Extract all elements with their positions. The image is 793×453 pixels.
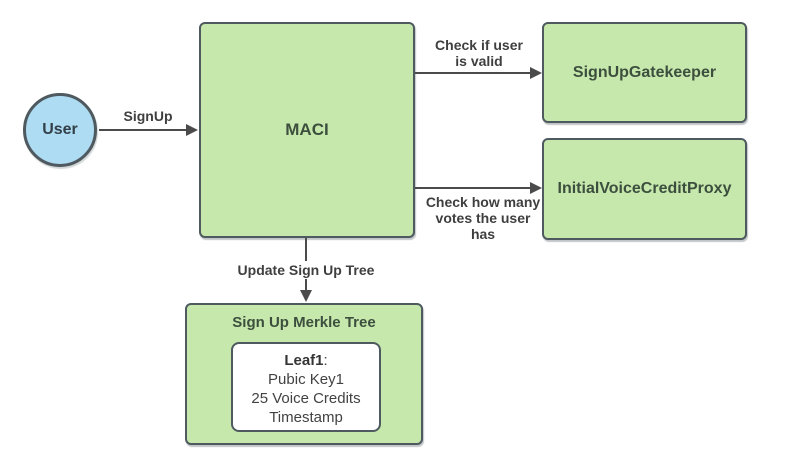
node-signup-gatekeeper-label: SignUpGatekeeper: [572, 63, 717, 81]
node-signup-gatekeeper: SignUpGatekeeper: [542, 22, 747, 123]
node-user: User: [23, 93, 97, 167]
edge-update-tree-label: Update Sign Up Tree: [224, 261, 388, 279]
arrowhead-down-icon: [300, 290, 312, 302]
edge-signup-line: [99, 129, 187, 131]
leaf-line-timestamp: Timestamp: [269, 409, 343, 426]
node-user-label: User: [42, 121, 78, 138]
node-maci-label: MACI: [285, 120, 329, 139]
leaf-line-voice-credits: 25 Voice Credits: [251, 390, 361, 407]
arrowhead-right-icon: [530, 182, 542, 194]
node-initial-voice-credit-proxy: InitialVoiceCreditProxy: [542, 138, 747, 240]
leaf-colon: :: [323, 352, 328, 369]
edge-check-votes-line: [415, 187, 531, 189]
leaf-name: Leaf1: [284, 352, 324, 369]
node-signup-merkle-tree: Sign Up Merkle Tree Leaf1: Pubic Key1 25…: [185, 303, 423, 445]
edge-check-votes-label: Check how many votes the user has: [425, 194, 541, 242]
arrowhead-right-icon: [186, 124, 198, 136]
edge-check-valid-label: Check if user is valid: [435, 37, 523, 69]
leaf-title: Leaf1:: [233, 351, 379, 370]
leaf-line-public-key: Pubic Key1: [268, 371, 344, 388]
edge-signup-label: SignUp: [123, 108, 173, 124]
node-initial-voice-credit-proxy-label: InitialVoiceCreditProxy: [557, 180, 732, 197]
edge-check-valid-line: [415, 72, 531, 74]
leaf-card: Leaf1: Pubic Key1 25 Voice Credits Times…: [231, 342, 381, 432]
merkle-tree-title: Sign Up Merkle Tree: [232, 314, 376, 331]
arrowhead-right-icon: [530, 67, 542, 79]
node-maci: MACI: [199, 22, 415, 238]
